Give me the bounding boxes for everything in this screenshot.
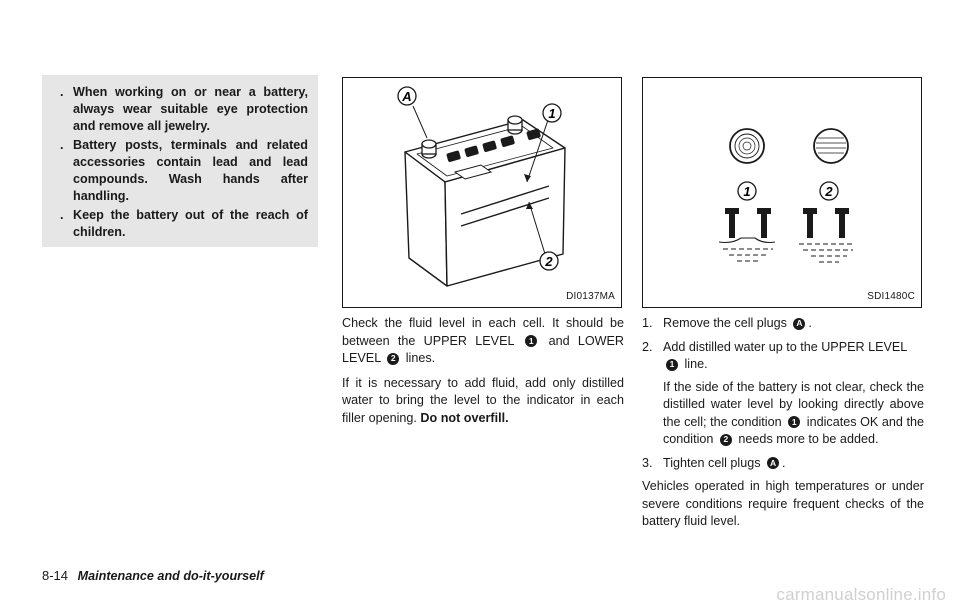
closing-paragraph: Vehicles operated in high temperatures o… [642, 479, 924, 528]
callout-2: 2 [824, 184, 833, 199]
warning-item: . Keep the battery out of the reach of c… [60, 207, 308, 241]
callout-1: 1 [743, 184, 750, 199]
step-3: 3. Tighten cell plugs A. [642, 455, 786, 470]
fluid-check-text: Check the fluid level in each cell. It s… [342, 315, 624, 434]
callout-2-badge: 2 [387, 352, 400, 365]
warning-box: . When working on or near a battery, alw… [42, 75, 318, 247]
callout-1: 1 [548, 106, 555, 121]
bullet: . [60, 138, 64, 152]
callout-1-badge: 1 [788, 416, 801, 429]
battery-illustration: A 1 2 [397, 86, 566, 287]
page-footer: 8-14 Maintenance and do-it-yourself [42, 568, 264, 583]
procedure-steps: 1. Remove the cell plugs A. 2. Add disti… [642, 315, 924, 538]
fluid-level-illustration: 1 2 [718, 128, 855, 263]
page-number: 8-14 [42, 568, 69, 583]
paragraph: Check the fluid level in each cell. It s… [342, 316, 625, 365]
battery-figure: A 1 2 DI0137MA [342, 77, 622, 308]
watermark: carmanualsonline.info [776, 585, 946, 604]
warning-text: Keep the battery out of the reach of chi… [73, 208, 308, 239]
overfill-warning: Do not overfill. [420, 410, 509, 425]
bullet: . [60, 85, 64, 99]
paragraph: If it is necessary to add fluid, add onl… [342, 375, 624, 425]
callout-1-badge: 1 [525, 335, 538, 348]
fluid-level-figure: 1 2 SDI1480C [642, 77, 922, 308]
section-title: Maintenance and do-it-yourself [77, 569, 264, 583]
bullet: . [60, 208, 64, 222]
step-1: 1. Remove the cell plugs A. [642, 316, 812, 330]
callout-a-badge: A [767, 457, 780, 470]
warning-text: Battery posts, terminals and related acc… [73, 138, 308, 203]
callout-2-badge: 2 [719, 433, 732, 446]
callout-a-badge: A [793, 317, 806, 330]
figure-code: DI0137MA [566, 291, 615, 302]
warning-text: When working on or near a battery, alway… [73, 85, 308, 133]
warning-item: . Battery posts, terminals and related a… [60, 137, 308, 205]
callout-a: A [401, 89, 411, 104]
step-2: 2. Add distilled water up to the UPPER L… [642, 339, 924, 449]
warning-item: . When working on or near a battery, alw… [60, 84, 308, 135]
callout-1-badge: 1 [666, 358, 678, 371]
figure-code: SDI1480C [867, 291, 915, 302]
step-2-note: If the side of the battery is not clear,… [663, 379, 924, 447]
callout-2: 2 [544, 254, 553, 269]
